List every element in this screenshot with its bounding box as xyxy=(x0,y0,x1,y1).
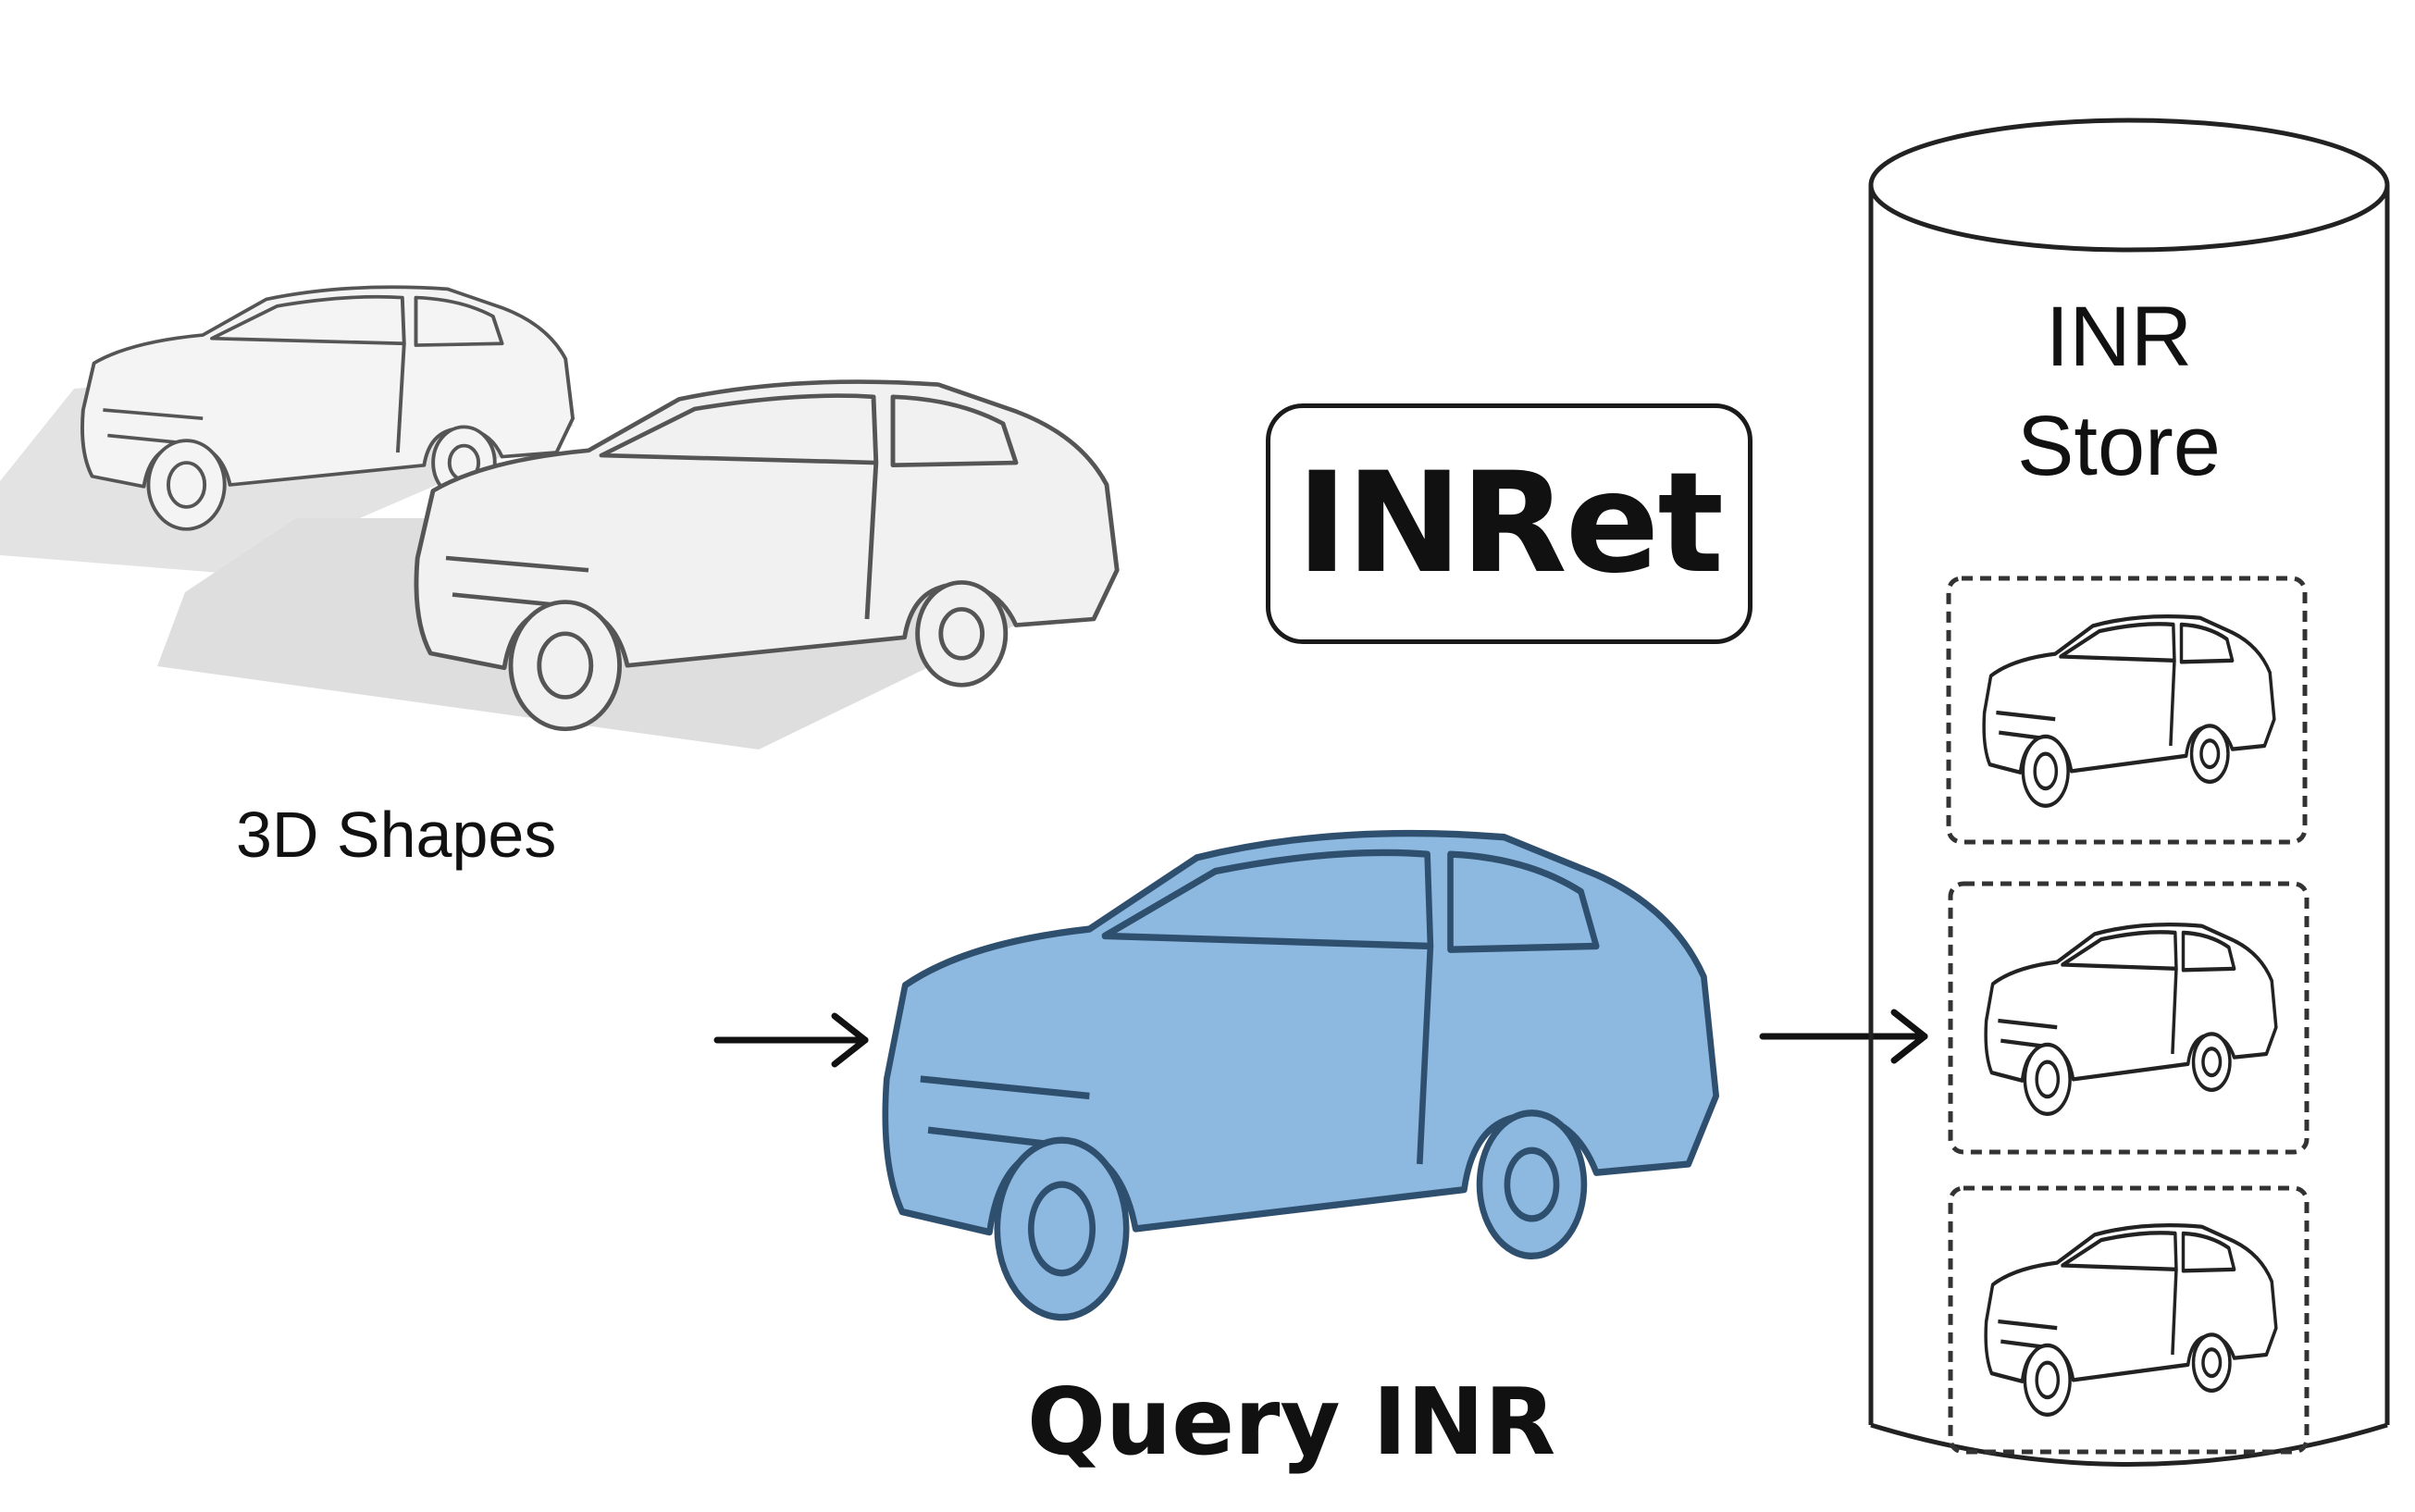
store-item xyxy=(1948,1185,2310,1455)
inret-title: INRet xyxy=(1295,443,1724,604)
inr-store-label-line2: Store xyxy=(2017,399,2221,493)
shapes-label: 3D Shapes xyxy=(236,799,557,871)
stored-car-icon xyxy=(1984,616,2274,806)
inr-store-label-line1: INR xyxy=(2045,290,2193,384)
arrow-right-icon xyxy=(1759,1009,1928,1064)
stored-car-icon xyxy=(1986,1225,2276,1415)
inr-store-label: INR Store xyxy=(1971,282,2267,501)
arrow-right-icon xyxy=(713,1012,869,1068)
inret-title-box: INRet xyxy=(1266,403,1752,644)
store-item xyxy=(1946,576,2308,845)
query-inr-label: Query INR xyxy=(1027,1368,1556,1476)
stored-car-icon xyxy=(1986,924,2276,1114)
query-car-icon xyxy=(886,834,1716,1318)
store-item xyxy=(1948,881,2310,1155)
database-cylinder-icon xyxy=(1868,118,2390,1467)
